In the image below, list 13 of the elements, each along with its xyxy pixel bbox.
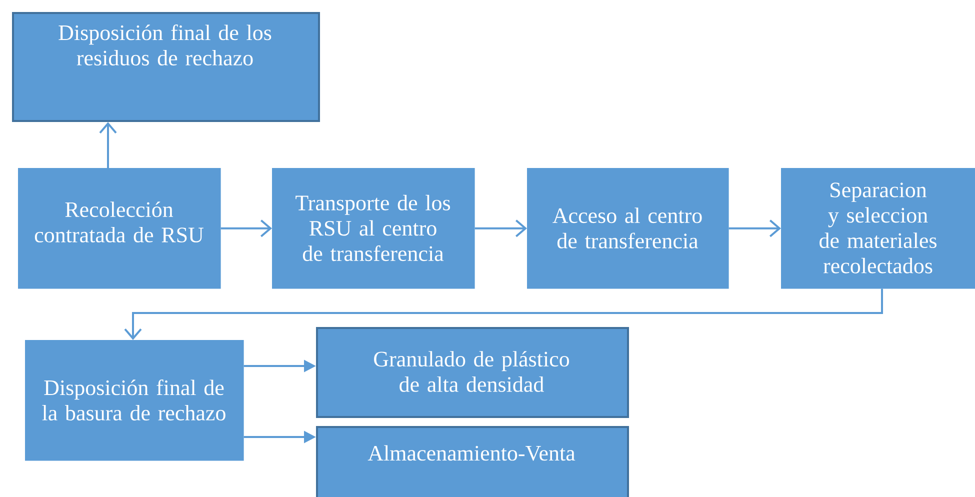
arrow <box>728 220 781 238</box>
arrow <box>220 220 272 238</box>
process-box: Transporte de los RSU al centro de transferencia <box>272 168 475 289</box>
process-box: Recolección contratada de RSU <box>18 168 221 289</box>
process-box: Disposición final de la basura de rechazo <box>25 340 244 461</box>
process-box: Granulado de plástico de alta densidad <box>316 327 629 418</box>
process-box: Disposición final de los residuos de rechazo <box>12 12 320 122</box>
process-box: Acceso al centro de transferencia <box>527 168 729 289</box>
arrow <box>124 288 883 340</box>
process-box: Separacion y seleccion de materiales recolectados <box>781 168 975 289</box>
process-box: Almacenamiento-Venta <box>316 426 629 497</box>
arrow <box>99 122 117 168</box>
arrow <box>474 220 527 238</box>
